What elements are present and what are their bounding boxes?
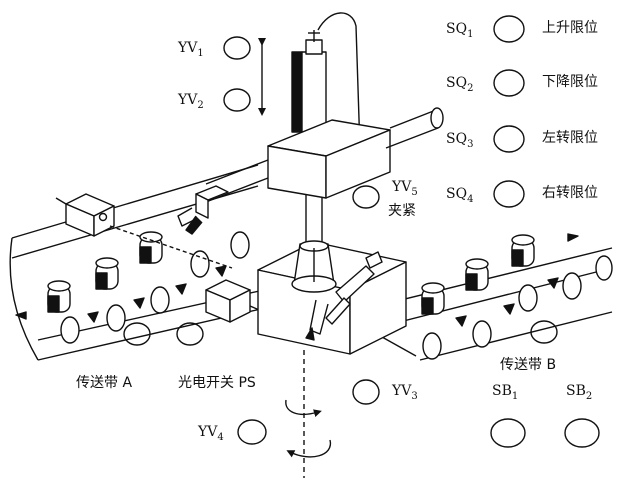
rotation-arrows [285, 399, 331, 458]
sq4-caption: 右转限位 [542, 185, 598, 201]
sq3-label: SQ3 [446, 131, 473, 153]
sq1-prefix: SQ [446, 21, 468, 37]
yv1-sub: 1 [197, 48, 204, 59]
sq2-caption: 下降限位 [542, 74, 598, 90]
conveyor-b-label: 传送带 B [500, 357, 557, 373]
yv5-caption: 夹紧 [388, 203, 416, 219]
yv2-sub: 2 [197, 100, 204, 111]
sq4-sub: 4 [467, 194, 474, 205]
yv4-sub: 4 [217, 432, 224, 443]
sq2-label: SQ2 [446, 75, 473, 97]
conveyor-a-label: 传送带 A [76, 375, 133, 391]
yv4-label: YV4 [198, 424, 224, 446]
photo-switch-label: 光电开关 PS [178, 375, 256, 391]
sq4-prefix: SQ [446, 186, 468, 202]
sq2-lamp [493, 69, 525, 97]
conveyor-a [9, 164, 301, 361]
sq3-lamp [493, 125, 525, 153]
sq3-prefix: SQ [446, 131, 468, 147]
yv2-label: YV2 [178, 92, 204, 114]
sb2-button [564, 418, 600, 448]
yv5-lamp [352, 185, 380, 209]
sb1-label: SB1 [492, 383, 518, 405]
yv3-sub: 3 [411, 391, 418, 402]
sb2-sub: 2 [585, 391, 593, 402]
yv5-label: YV5 [392, 179, 418, 201]
yv3-label: YV3 [392, 383, 418, 405]
sb1-sub: 1 [511, 391, 519, 402]
manipulator-column [291, 189, 337, 293]
photo-sensor-emitter [55, 193, 233, 269]
sq1-lamp [493, 15, 525, 43]
conveyor-a-lamp-1 [123, 322, 151, 346]
yv5-prefix: YV [392, 179, 412, 195]
sq4-label: SQ4 [446, 186, 473, 208]
sq1-caption: 上升限位 [542, 20, 598, 36]
yv2-prefix: YV [178, 92, 198, 108]
yv1-prefix: YV [178, 40, 198, 56]
yv4-prefix: YV [198, 424, 218, 440]
sb1-prefix: SB [492, 383, 512, 399]
sq1-label: SQ1 [446, 21, 473, 43]
yv5-sub: 5 [411, 187, 418, 198]
yv1-lamp [223, 36, 251, 60]
sb1-button [490, 418, 526, 448]
sq2-prefix: SQ [446, 75, 468, 91]
sb2-prefix: SB [566, 383, 586, 399]
sq3-sub: 3 [467, 139, 474, 150]
conveyor-b [347, 233, 613, 361]
lower-gripper [305, 251, 383, 341]
sq2-sub: 2 [467, 83, 474, 94]
yv3-lamp [352, 379, 380, 405]
yv2-lamp [223, 88, 251, 112]
conveyor-a-lamp-2 [176, 322, 204, 346]
photo-sensor-receiver [205, 279, 265, 323]
arm-housing [177, 107, 444, 235]
yv1-label: YV1 [178, 40, 204, 62]
yv3-prefix: YV [392, 383, 412, 399]
sb2-label: SB2 [566, 383, 592, 405]
sq1-sub: 1 [467, 29, 474, 40]
yv4-lamp [237, 419, 267, 445]
conveyor-b-lamp [530, 320, 558, 344]
sq3-caption: 左转限位 [542, 130, 598, 146]
sq4-lamp [493, 180, 525, 208]
